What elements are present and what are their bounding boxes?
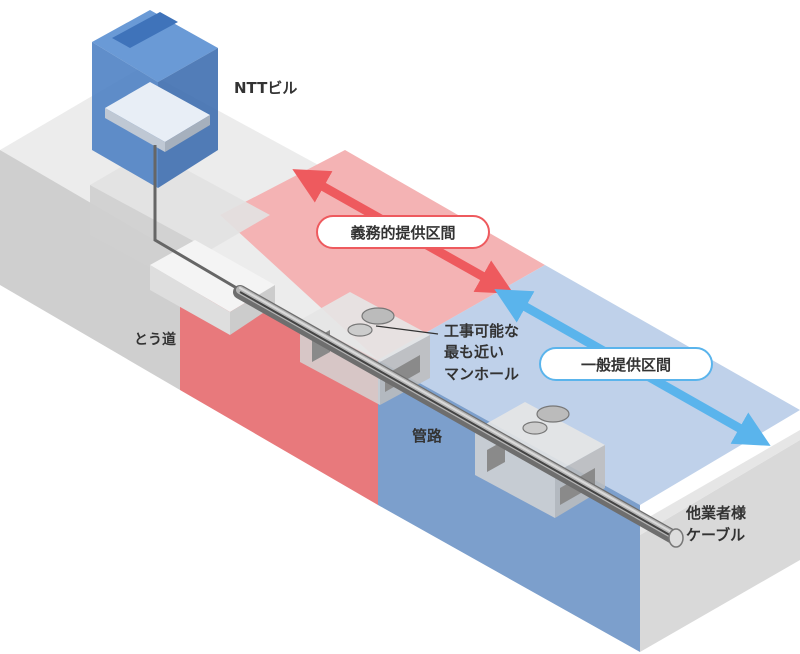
- conduit-label: 管路: [412, 427, 443, 445]
- nearest-manhole-label-3: マンホール: [444, 365, 519, 383]
- general-section-pill: 一般提供区間: [539, 347, 713, 381]
- conduit-road-label: とう道: [134, 331, 176, 348]
- obligation-section-pill: 義務的提供区間: [316, 215, 490, 249]
- cable-label-1: 他業者様: [685, 504, 747, 522]
- cable-inside-pipe: [239, 291, 676, 539]
- cable-vertical: [153, 145, 241, 292]
- ntt-building-label: NTTビル: [234, 79, 297, 97]
- cable-label-2: ケーブル: [686, 526, 745, 544]
- manhole-leader-line: [375, 325, 439, 335]
- nearest-manhole-label-1: 工事可能な: [444, 322, 519, 340]
- general-section-label: 一般提供区間: [581, 356, 671, 374]
- nearest-manhole-label-2: 最も近い: [444, 343, 504, 361]
- obligation-section-label: 義務的提供区間: [350, 224, 455, 242]
- ntt-building: [92, 10, 218, 188]
- pipe-end: [668, 528, 684, 548]
